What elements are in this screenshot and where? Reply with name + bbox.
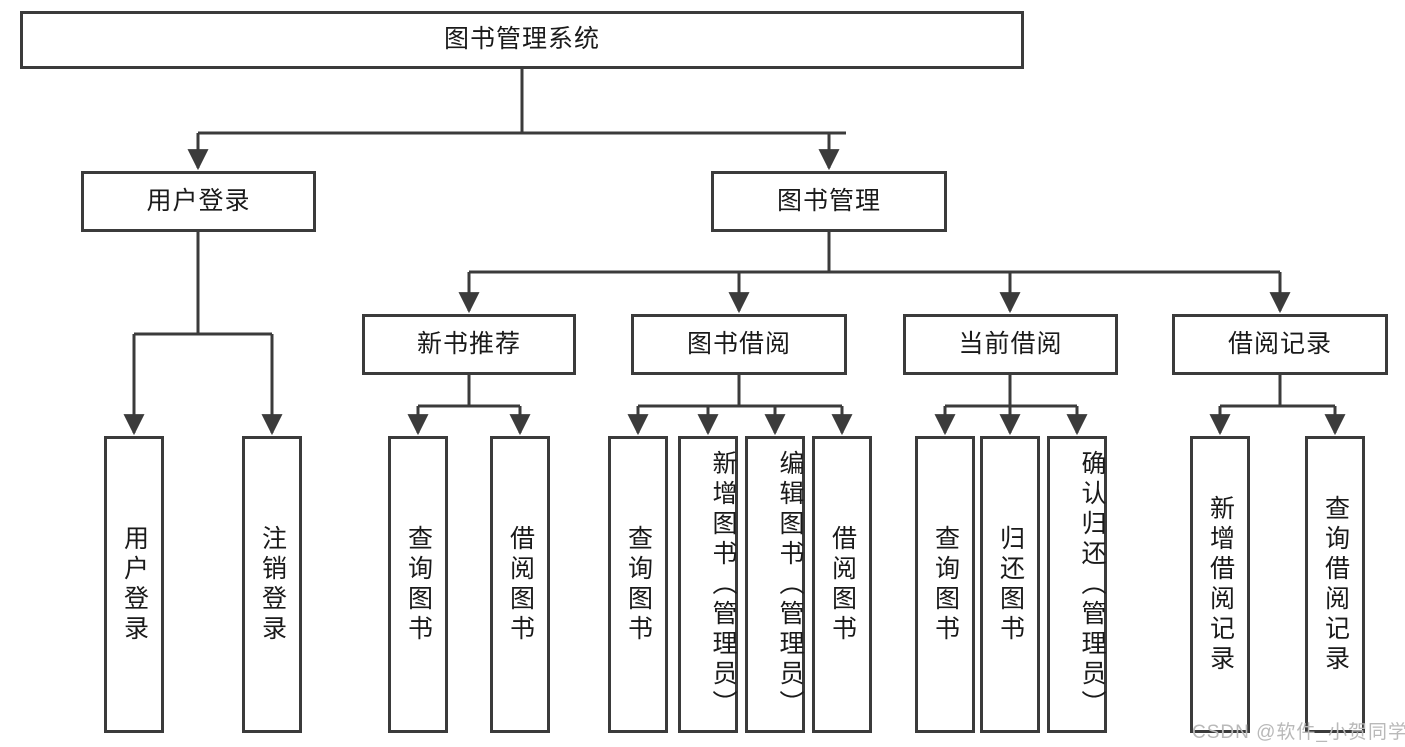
- leaf-borrow-borrow-books[interactable]: 借阅图书: [812, 436, 872, 733]
- leaf-current-confirm-return-admin[interactable]: 确认归还（管理员）: [1047, 436, 1107, 733]
- leaf-new-book-query-books[interactable]: 查询图书: [388, 436, 448, 733]
- leaf-current-query-books[interactable]: 查询图书: [915, 436, 975, 733]
- leaf-borrow-edit-book-admin[interactable]: 编辑图书（管理员）: [745, 436, 805, 733]
- leaf-records-query-record[interactable]: 查询借阅记录: [1305, 436, 1365, 733]
- node-root-book-management-system[interactable]: 图书管理系统: [20, 11, 1024, 69]
- node-book-management[interactable]: 图书管理: [711, 171, 947, 232]
- node-borrowing-records[interactable]: 借阅记录: [1172, 314, 1388, 375]
- leaf-borrow-query-books[interactable]: 查询图书: [608, 436, 668, 733]
- node-new-book-recommendation[interactable]: 新书推荐: [362, 314, 576, 375]
- watermark: CSDN @软件_小贺同学: [1192, 722, 1405, 743]
- leaf-user-login-login[interactable]: 用户登录: [104, 436, 164, 733]
- leaf-new-book-borrow-books[interactable]: 借阅图书: [490, 436, 550, 733]
- leaf-current-return-books[interactable]: 归还图书: [980, 436, 1040, 733]
- leaf-records-add-record[interactable]: 新增借阅记录: [1190, 436, 1250, 733]
- leaf-user-login-logout[interactable]: 注销登录: [242, 436, 302, 733]
- node-book-borrowing[interactable]: 图书借阅: [631, 314, 847, 375]
- leaf-borrow-add-book-admin[interactable]: 新增图书（管理员）: [678, 436, 738, 733]
- node-user-login[interactable]: 用户登录: [81, 171, 316, 232]
- node-current-borrowing[interactable]: 当前借阅: [903, 314, 1118, 375]
